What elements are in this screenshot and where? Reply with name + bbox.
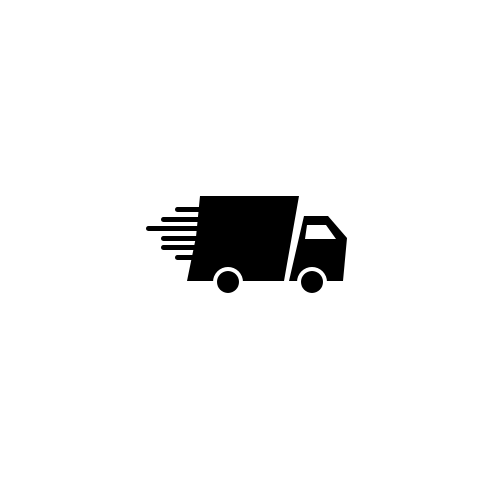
speed-line	[161, 217, 207, 222]
cab-window-icon	[305, 225, 336, 239]
rear-wheel-icon	[217, 271, 239, 293]
cargo-box-icon	[187, 196, 299, 281]
truck-cab-icon	[289, 216, 347, 281]
front-wheel-icon	[301, 271, 323, 293]
